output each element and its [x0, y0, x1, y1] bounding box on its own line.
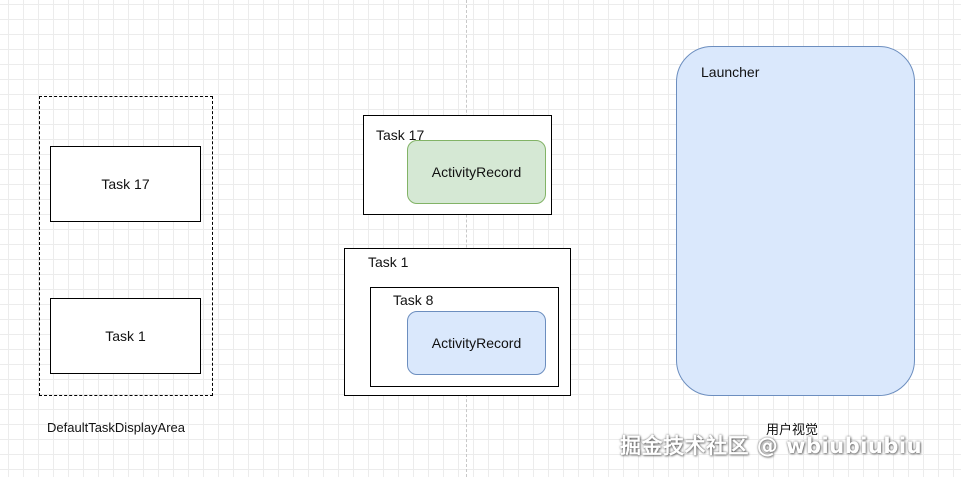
default-task-display-area-box — [39, 96, 213, 396]
task-17-box: Task 17 — [50, 146, 201, 222]
launcher-box — [676, 46, 915, 396]
activity-record-blue: ActivityRecord — [407, 311, 546, 375]
activity-record-green: ActivityRecord — [407, 140, 546, 204]
default-task-display-area-label: DefaultTaskDisplayArea — [47, 420, 186, 435]
watermark-text: 掘金技术社区 @ wbiubiubiu — [620, 434, 923, 458]
task-1-container-label: Task 1 — [368, 254, 409, 270]
task-8-container-label: Task 8 — [393, 292, 434, 308]
task-17-container-label: Task 17 — [376, 127, 425, 143]
user-view-caption: 用户视觉 — [766, 422, 819, 437]
center-divider-line — [466, 0, 467, 477]
launcher-label: Launcher — [701, 64, 760, 80]
task-1-box: Task 1 — [50, 298, 201, 374]
